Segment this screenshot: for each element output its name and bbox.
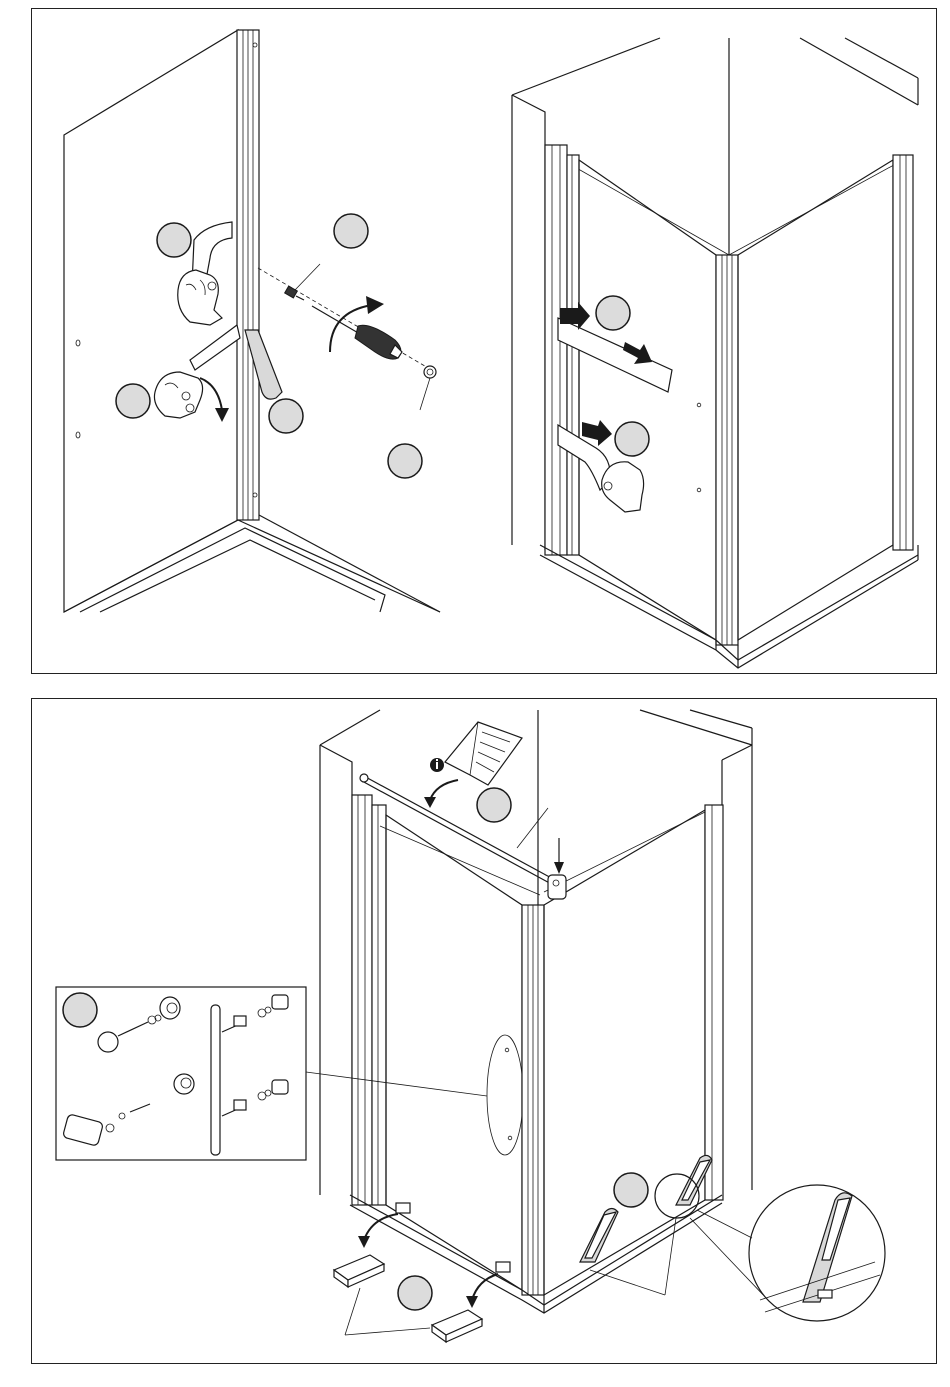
spacer-block: [432, 1310, 482, 1342]
step-circle: [116, 384, 150, 418]
corner-bracket: [548, 875, 566, 899]
hand-icon: [178, 270, 222, 325]
screwdriver-icon: [312, 306, 402, 359]
wall-profile: [352, 795, 372, 1205]
spacer-block: [334, 1255, 384, 1287]
door-handle-area: [487, 1035, 523, 1155]
info-icon: [430, 758, 444, 772]
wall-profile: [893, 155, 913, 550]
step-circle: [269, 399, 303, 433]
step-circle: [477, 788, 511, 822]
hand-icon: [154, 372, 202, 418]
screw-cap: [424, 366, 436, 378]
protective-tape-strip: [190, 325, 240, 370]
step-circle: [398, 1276, 432, 1310]
hand-icon: [602, 462, 644, 512]
rotate-arrow: [200, 378, 222, 410]
handle-parts-inset: [56, 987, 487, 1160]
wall-profile: [705, 805, 723, 1200]
step-circle: [615, 422, 649, 456]
step-circle: [334, 214, 368, 248]
step-circle: [596, 296, 630, 330]
manual-icon: [445, 722, 522, 785]
step-circle: [614, 1173, 648, 1207]
top-left-scene: [64, 30, 440, 612]
step-circle: [157, 223, 191, 257]
step-circle: [63, 993, 97, 1027]
top-right-scene: [512, 38, 918, 668]
zoom-detail: [749, 1185, 885, 1321]
step-circle: [388, 444, 422, 478]
wall-profile: [545, 145, 567, 555]
bottom-scene: [56, 710, 885, 1342]
